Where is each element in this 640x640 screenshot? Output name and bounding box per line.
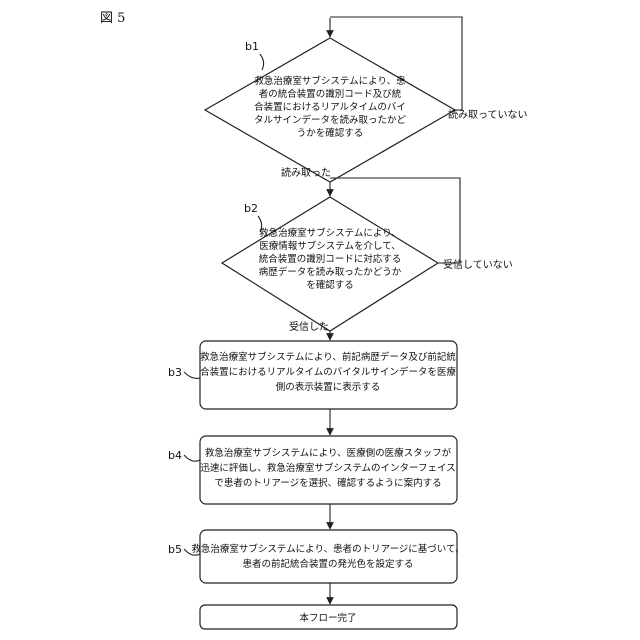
step-tag-b5: b5: [168, 543, 182, 556]
step-text-line: 患者の前記統合装置の発光色を設定する: [242, 558, 413, 570]
step-tag-b1: b1: [245, 40, 259, 53]
step-text-line: 救急治療室サブシステムにより、: [259, 227, 401, 239]
step-text-line: 迅速に評価し、救急治療室サブシステムのインターフェイス: [200, 462, 455, 474]
step-text-line: を確認する: [306, 279, 354, 291]
step-text-line: 合装置におけるリアルタイムのバイタルサインデータを医療: [200, 366, 456, 378]
step-text-line: 救急治療室サブシステムにより、患: [254, 75, 405, 87]
step-tag-b3: b3: [168, 366, 182, 379]
step-text-line: 側の表示装置に表示する: [276, 381, 381, 393]
step-tag-b3-leader: [184, 372, 200, 378]
step-text-line: うかを確認する: [297, 127, 364, 139]
edge-label-b1-yes: 読み取った: [281, 166, 331, 179]
step-text-line: 救急治療室サブシステムにより、前記病歴データ及び前記統: [200, 351, 456, 363]
process-b4-text: 救急治療室サブシステムにより、医療側の医療スタッフが迅速に評価し、救急治療室サブ…: [200, 447, 455, 489]
edge-label-b2-yes: 受信した: [289, 321, 329, 333]
end-label: 本フロー完了: [299, 612, 356, 624]
step-tag-b4: b4: [168, 449, 182, 462]
step-text-line: 救急治療室サブシステムにより、医療側の医療スタッフが: [205, 447, 452, 459]
step-text-line: 統合装置の識別コードに対応する: [259, 253, 402, 265]
step-text-line: 合装置におけるリアルタイムのバイ: [254, 101, 406, 113]
step-tag-b4-leader: [184, 455, 200, 461]
edge-label-b1-no: 読み取っていない: [448, 108, 528, 121]
step-tag-b2: b2: [244, 202, 258, 215]
step-text-line: で患者のトリアージを選択、確認するように案内する: [214, 477, 441, 489]
step-text-line: 病歴データを読み取ったかどうか: [259, 266, 402, 278]
edge-label-b2-no: 受信していない: [443, 259, 513, 271]
step-text-line: タルサインデータを読み取ったかど: [254, 114, 407, 126]
step-tag-b1-leader: [260, 54, 264, 70]
step-text-line: 救急治療室サブシステムにより、患者のトリアージに基づいて、: [191, 543, 464, 555]
step-text-line: 者の統合装置の識別コード及び統: [259, 88, 402, 100]
figure-label: 図 5: [100, 11, 125, 26]
process-b5: [200, 530, 457, 583]
step-text-line: 医療情報サブシステムを介して、: [259, 240, 400, 252]
